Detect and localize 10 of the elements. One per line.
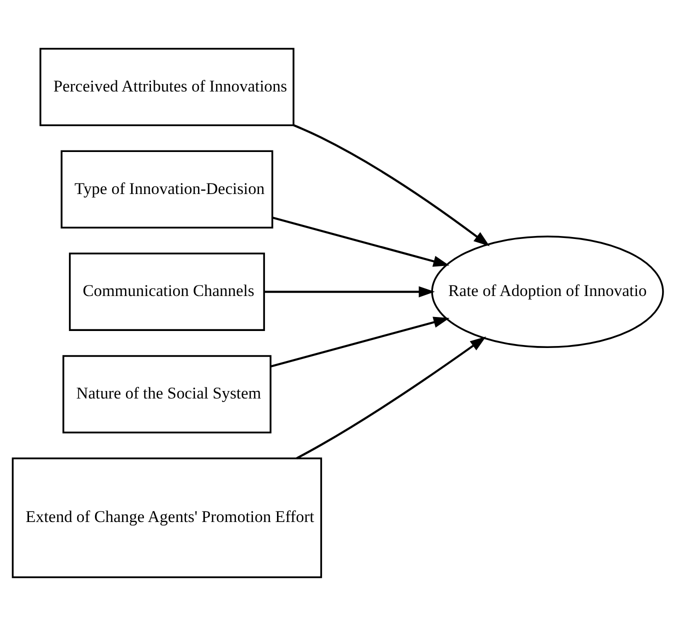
node-box: Extend of Change Agents' Promotion Effort (12, 458, 322, 578)
node-box: Perceived Attributes of Innovations (40, 48, 294, 126)
node-box: Nature of the Social System (62, 355, 272, 434)
node-box: Communication Channels (68, 252, 265, 331)
arrow (296, 336, 486, 460)
node-box: Type of Innovation-Decision (60, 150, 274, 229)
arrow (272, 216, 450, 267)
arrow (293, 124, 490, 246)
arrow (270, 316, 450, 368)
arrow (264, 286, 435, 298)
